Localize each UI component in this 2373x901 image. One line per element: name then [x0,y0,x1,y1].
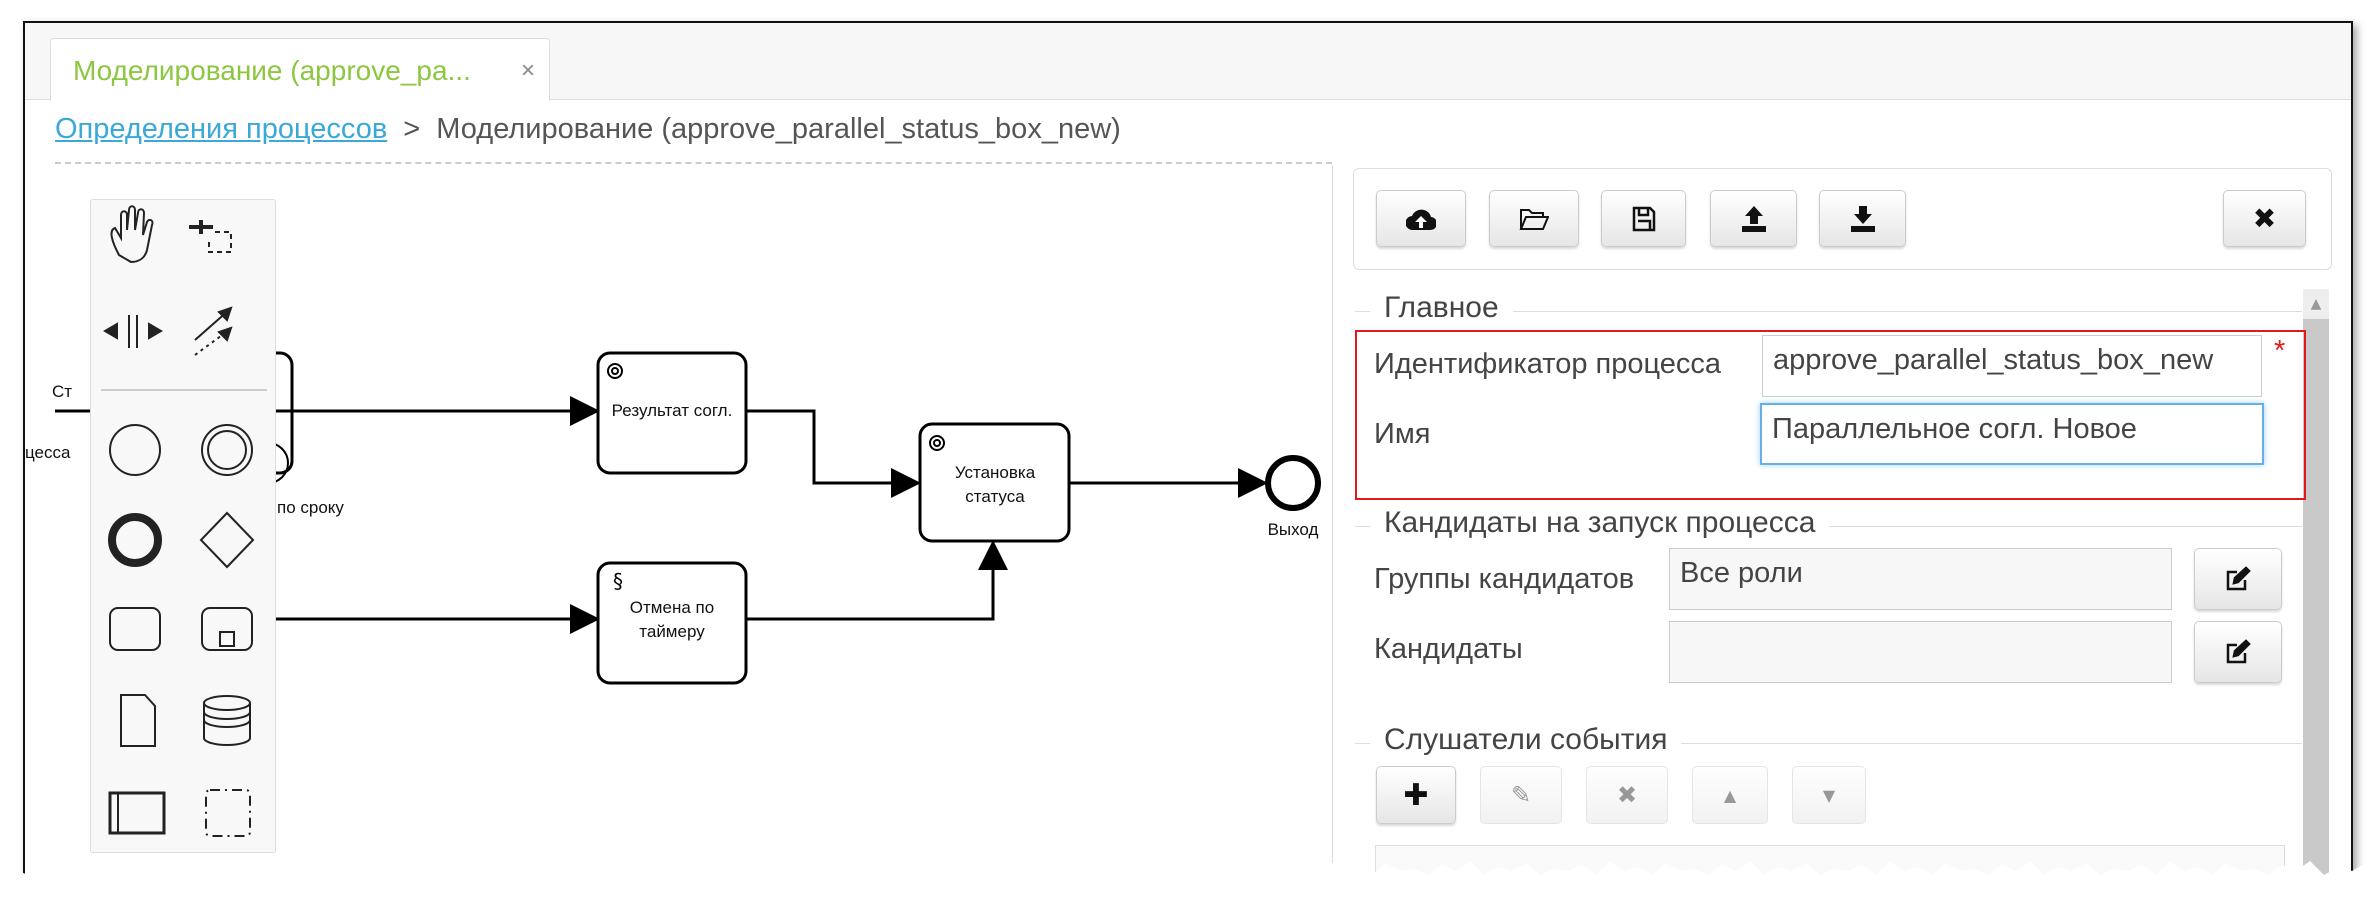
hand-tool-icon[interactable] [110,205,154,264]
plus-icon: ✚ [1403,777,1429,813]
edit-users-button[interactable] [2194,621,2282,683]
task-label: Отмена по [630,598,714,617]
divider [55,162,1332,164]
upload-button[interactable] [1710,190,1797,247]
task-label: Результат согл. [612,401,733,420]
task-label: таймеру [639,622,705,641]
app-window: Моделирование (approve_pa... × Определен… [23,21,2353,881]
edit-listener-button[interactable]: ✎ [1480,766,1562,824]
download-button[interactable] [1819,190,1906,247]
move-down-button[interactable]: ▼ [1792,766,1866,824]
section-candidates-title: Кандидаты на запуск процесса [1370,506,1830,540]
deploy-button[interactable] [1376,190,1466,247]
panel-divider[interactable] [1332,165,1333,881]
lasso-tool-icon[interactable] [189,220,232,253]
tab-bar: Моделирование (approve_pa... × [25,23,2351,101]
data-store-icon[interactable] [203,695,251,746]
pool-icon[interactable] [108,791,166,835]
start-event-icon[interactable] [109,424,161,476]
move-up-button[interactable]: ▲ [1692,766,1768,824]
fieldset-line [1355,311,2302,312]
end-event [1265,455,1321,511]
breadcrumb-separator: > [403,113,421,145]
task-label: статуса [965,487,1025,506]
edit-icon [2226,566,2251,591]
candidate-groups-input[interactable]: Все роли [1669,548,2172,610]
folder-open-icon [1519,208,1549,230]
section-listeners-title: Слушатели события [1370,723,1682,757]
partial-label: цесса [25,443,71,462]
data-object-icon[interactable] [120,694,156,747]
remove-icon: ✖ [1616,781,1638,809]
editor-toolbar [1353,168,2332,270]
edit-groups-button[interactable] [2194,548,2282,610]
properties-scrollbar[interactable]: ▲ [2303,289,2329,881]
fieldset-line [1355,743,2302,744]
connect-tool-icon[interactable] [194,306,233,356]
torn-edge [0,861,2373,901]
space-tool-icon[interactable] [103,315,163,348]
close-editor-button[interactable]: ✖ [2223,190,2306,247]
tab-label: Моделирование (approve_pa... [73,55,471,86]
task-label: Установка [955,463,1036,482]
end-event-icon[interactable] [108,513,162,567]
subprocess-icon[interactable] [201,607,253,651]
triangle-down-icon: ▼ [1822,785,1836,805]
download-icon [1850,205,1875,232]
tab-modeling[interactable]: Моделирование (approve_pa... × [50,38,550,101]
flow-line [746,409,921,498]
close-icon: ✖ [2252,202,2277,235]
open-button[interactable] [1489,190,1579,247]
pencil-icon: ✎ [1510,781,1532,809]
script-icon: § [613,569,623,593]
save-button[interactable] [1601,190,1686,247]
name-input[interactable]: Параллельное согл. Новое [1760,403,2264,465]
gear-icon [929,435,945,451]
delete-listener-button[interactable]: ✖ [1586,766,1668,824]
close-tab-icon[interactable]: × [520,57,535,84]
breadcrumb-link[interactable]: Определения процессов [55,113,388,145]
cloud-upload-icon [1406,209,1436,230]
gateway-icon[interactable] [199,511,255,569]
gear-icon [607,363,623,379]
candidate-users-input[interactable] [1669,621,2172,683]
flow-line [746,540,1008,621]
candidate-groups-label: Группы кандидатов [1374,563,1635,595]
breadcrumb: Определения процессов > Моделирование (a… [55,113,1121,146]
scroll-up-arrow-icon[interactable]: ▲ [2303,289,2329,319]
partial-label: Ст [52,382,72,401]
floppy-disk-icon [1632,206,1655,231]
task-result [596,351,748,475]
breadcrumb-current: Моделирование (approve_parallel_status_b… [436,113,1121,145]
bpmn-canvas[interactable]: § Результат согл. Отмена по таймеру Уста… [25,23,1332,881]
candidate-users-label: Кандидаты [1374,633,1523,665]
process-id-input[interactable]: approve_parallel_status_box_new [1762,335,2262,397]
tool-palette [90,199,276,853]
name-label: Имя [1374,418,1431,450]
required-marker: * [2274,335,2286,367]
triangle-up-icon: ▲ [1723,785,1737,805]
task-cancel-timer [596,561,748,685]
group-icon[interactable] [205,789,251,837]
partial-label: по сроку [277,498,344,517]
end-event-label: Выход [1268,520,1319,539]
add-listener-button[interactable]: ✚ [1376,766,1456,824]
intermediate-event-icon[interactable] [201,424,253,476]
section-main-title: Главное [1370,291,1513,325]
highlight-box [1355,330,2306,500]
task-set-status [918,422,1071,543]
task-icon[interactable] [109,607,161,651]
edit-icon [2226,639,2251,664]
upload-icon [1741,205,1766,232]
process-id-label: Идентификатор процесса [1374,348,1722,380]
